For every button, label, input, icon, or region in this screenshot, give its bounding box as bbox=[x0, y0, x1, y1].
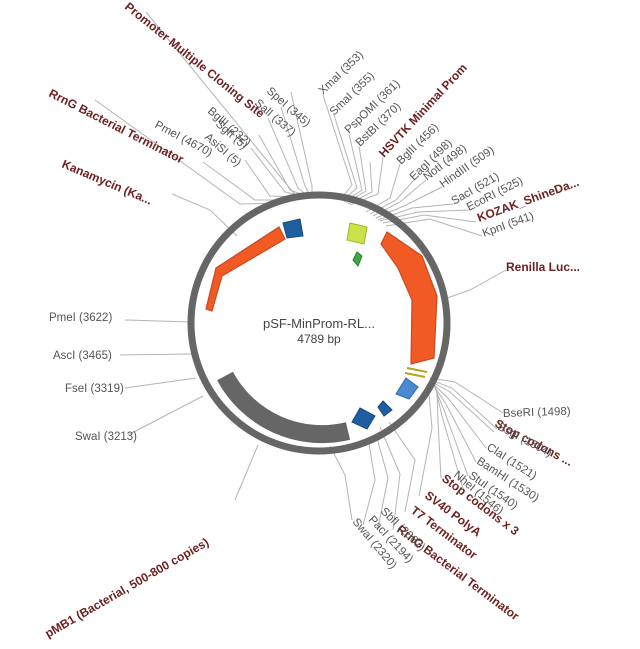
feature-label-kanamycin: Kanamycin (Ka... bbox=[60, 157, 154, 208]
rrng-terminator-block-2[interactable] bbox=[351, 407, 376, 430]
site-label-fsei: FseI (3319) bbox=[65, 383, 124, 395]
backbone-circle bbox=[187, 191, 451, 455]
site-label-pmei-3622: PmeI (3622) bbox=[49, 312, 112, 324]
pmb1-origin-arc[interactable] bbox=[217, 371, 351, 444]
stop-codons-x3-bar[interactable] bbox=[404, 372, 426, 378]
stop-codons-bar[interactable] bbox=[406, 367, 428, 373]
plasmid-name: pSF-MinProm-RL... bbox=[263, 316, 375, 331]
kanamycin-arrow[interactable] bbox=[205, 226, 286, 312]
plasmid-size: 4789 bp bbox=[297, 332, 341, 346]
feature-label-renilla: Renilla Luc... bbox=[506, 260, 580, 274]
t7-terminator-block[interactable] bbox=[377, 400, 393, 417]
kozak-block[interactable] bbox=[352, 251, 363, 267]
site-label-swai-3213: SwaI (3213) bbox=[75, 431, 137, 443]
renilla-arrow[interactable] bbox=[380, 231, 438, 365]
sv40-polya-block[interactable] bbox=[395, 377, 419, 400]
rrng-terminator-block[interactable] bbox=[282, 218, 304, 239]
feature-label-pmb1: pMB1 (Bacterial, 500-800 copies) bbox=[43, 535, 212, 640]
site-label-asci: AscI (3465) bbox=[53, 350, 112, 362]
site-label-bseri: BseRI (1498) bbox=[503, 406, 571, 420]
hsvtk-promoter-block[interactable] bbox=[346, 222, 368, 245]
feature-label-promoter-mcs: Promoter Multiple Cloning Site bbox=[122, 0, 267, 121]
